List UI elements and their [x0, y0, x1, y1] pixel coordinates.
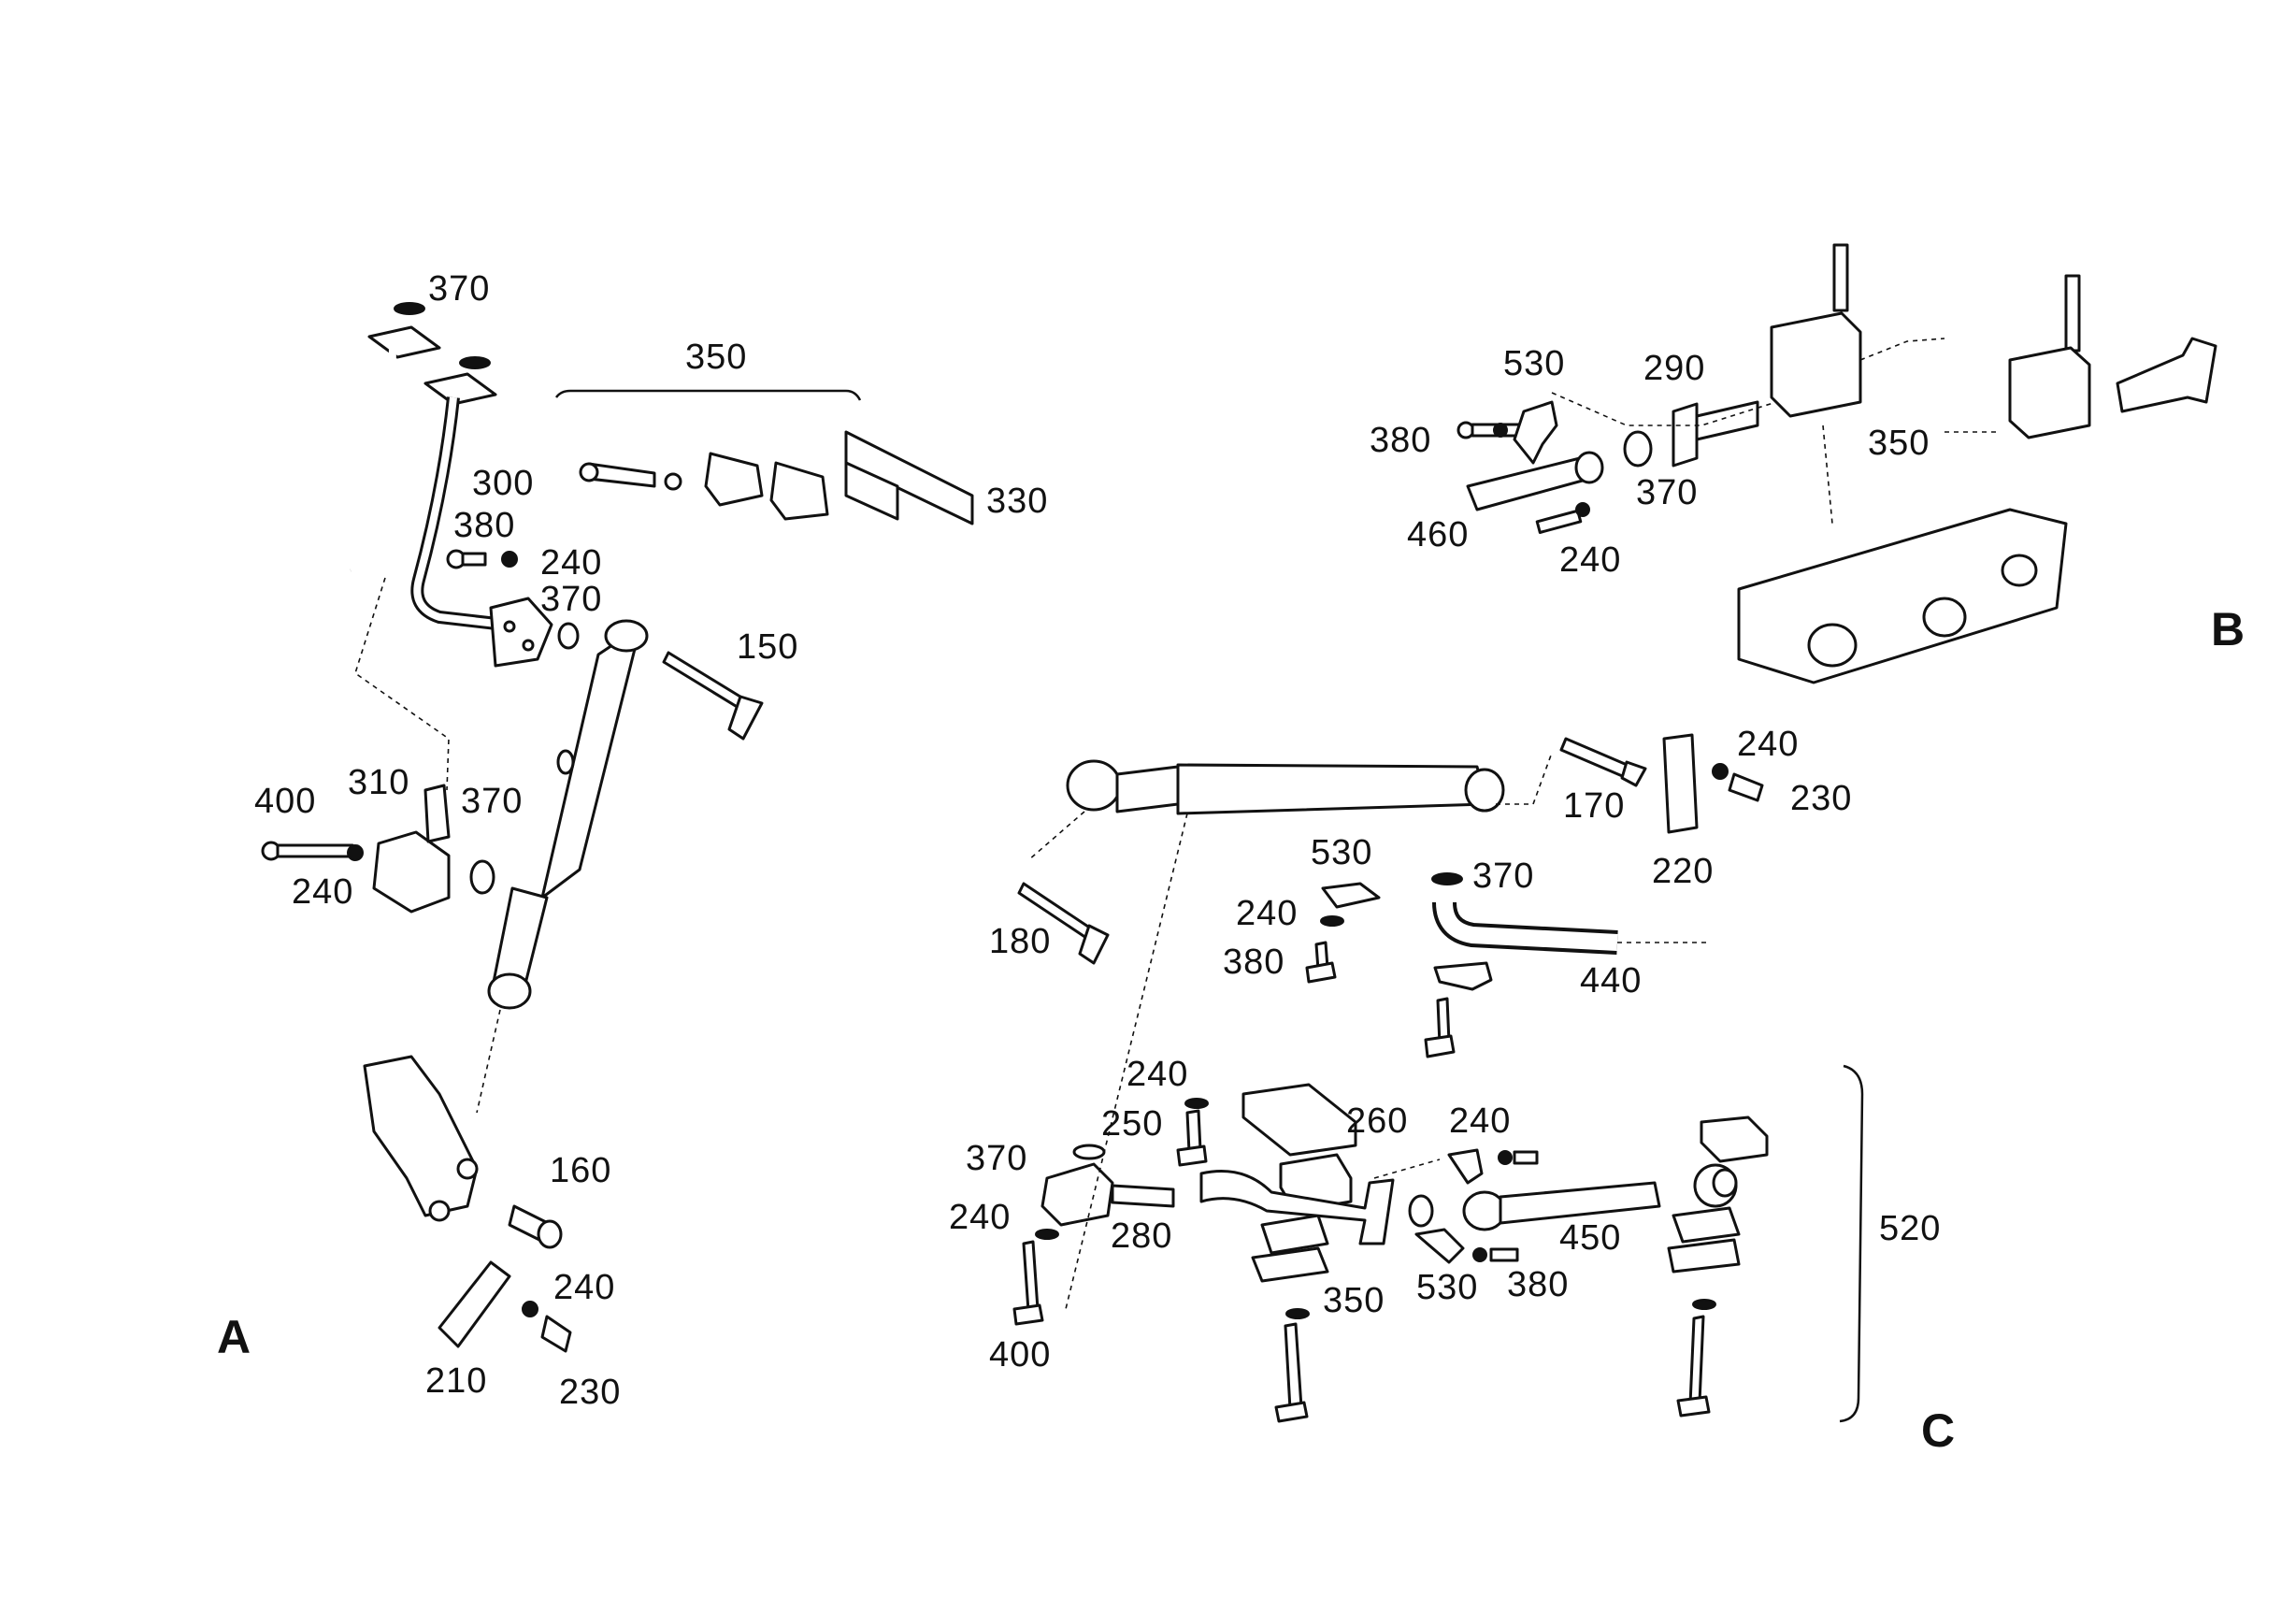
part-number-400: 400 [989, 1335, 1052, 1375]
part-number-180: 180 [989, 922, 1052, 961]
part-number-230: 230 [559, 1373, 622, 1412]
bolt-240-b [1535, 502, 1590, 534]
fitting-280 [1012, 1144, 1175, 1326]
pipe-bracket-c [1199, 1170, 1395, 1245]
part-number-530: 530 [1416, 1268, 1479, 1307]
section-c-drawing [1012, 733, 1864, 1423]
part-number-370: 370 [428, 269, 491, 309]
part-number-250: 250 [1101, 1104, 1164, 1144]
part-number-350: 350 [1868, 424, 1930, 463]
part-number-230: 230 [1790, 779, 1853, 818]
part-number-280: 280 [1111, 1216, 1173, 1256]
part-number-210: 210 [425, 1361, 488, 1401]
pin-180 [1017, 882, 1110, 965]
part-number-370: 370 [1636, 473, 1699, 512]
part-number-310: 310 [348, 763, 410, 802]
hydraulic-cylinder-a [487, 619, 649, 1010]
part-number-240: 240 [292, 872, 354, 912]
plate-210 [438, 1260, 572, 1353]
part-number-380: 380 [453, 506, 516, 545]
bolt-250 [1176, 1098, 1209, 1167]
part-number-370: 370 [1472, 856, 1535, 896]
part-number-530: 530 [1503, 344, 1566, 383]
part-number-330: 330 [986, 482, 1049, 521]
part-number-440: 440 [1580, 961, 1643, 1000]
section-label-b: B [2211, 603, 2246, 655]
bolt-230-c [1712, 763, 1764, 802]
bolt-380-b [1457, 421, 1521, 439]
part-number-240: 240 [1559, 540, 1622, 580]
part-number-450: 450 [1559, 1218, 1622, 1258]
part-number-460: 460 [1407, 515, 1470, 554]
section-label-c: C [1921, 1404, 1956, 1457]
part-number-380: 380 [1223, 943, 1285, 982]
part-number-240: 240 [1126, 1055, 1189, 1094]
pipe-450 [1462, 1163, 1738, 1231]
clamp-530-c-lower [1414, 1228, 1519, 1264]
pipe-pair-300 [348, 302, 553, 668]
bracket-520 [1839, 1064, 1864, 1423]
clamp-530-c [1305, 882, 1381, 984]
pin-170 [1559, 737, 1647, 787]
part-number-240: 240 [1449, 1101, 1512, 1141]
part-number-160: 160 [550, 1151, 612, 1190]
part-number-380: 380 [1370, 421, 1432, 460]
part-number-170: 170 [1563, 786, 1626, 826]
plate-220 [1662, 733, 1699, 834]
bolt-380-a [446, 549, 580, 650]
part-number-240: 240 [949, 1198, 1012, 1237]
hydraulic-cylinder-c [1066, 759, 1505, 815]
pipe-440 [1424, 901, 1618, 1058]
part-number-220: 220 [1652, 852, 1715, 891]
ring-370-c-lower [1408, 1194, 1434, 1228]
fitting-set-350 [554, 389, 974, 525]
section-a-drawing [261, 302, 974, 1353]
block-310 [261, 784, 495, 914]
part-number-380: 380 [1507, 1265, 1570, 1304]
part-number-240: 240 [553, 1268, 616, 1307]
part-number-300: 300 [472, 464, 535, 503]
part-number-530: 530 [1311, 833, 1373, 872]
part-number-150: 150 [737, 627, 799, 667]
ring-370-b [1623, 430, 1653, 468]
section-b-drawing [1457, 243, 2217, 684]
section-label-a: A [217, 1311, 251, 1363]
clamp-set-c-right [1667, 1115, 1769, 1418]
pipe-460 [1466, 451, 1604, 511]
pin-160 [508, 1204, 563, 1249]
part-number-400: 400 [254, 782, 317, 821]
pin-150 [662, 651, 764, 741]
ring-370-c [1431, 872, 1463, 885]
clamp-block-b2 [2008, 274, 2091, 439]
part-number-370: 370 [461, 782, 524, 821]
lower-arm-a [363, 1055, 479, 1222]
part-number-370: 370 [540, 580, 603, 619]
bracket-b [2116, 337, 2217, 413]
part-number-520: 520 [1879, 1209, 1942, 1248]
part-number-240: 240 [540, 543, 603, 583]
part-number-370: 370 [966, 1139, 1028, 1178]
part-number-240: 240 [1236, 894, 1299, 933]
part-number-350: 350 [1323, 1281, 1385, 1320]
clamp-530-c-upper [1447, 1148, 1539, 1185]
clamp-block-b1 [1770, 243, 1862, 418]
clamp-set-260 [1241, 1083, 1357, 1423]
part-number-350: 350 [685, 338, 748, 377]
flange-290 [1672, 400, 1759, 468]
part-number-290: 290 [1643, 349, 1706, 388]
part-number-260: 260 [1346, 1101, 1409, 1141]
clamp-530-b [1513, 400, 1558, 465]
housing-b [1737, 508, 2068, 684]
part-number-240: 240 [1737, 725, 1800, 764]
